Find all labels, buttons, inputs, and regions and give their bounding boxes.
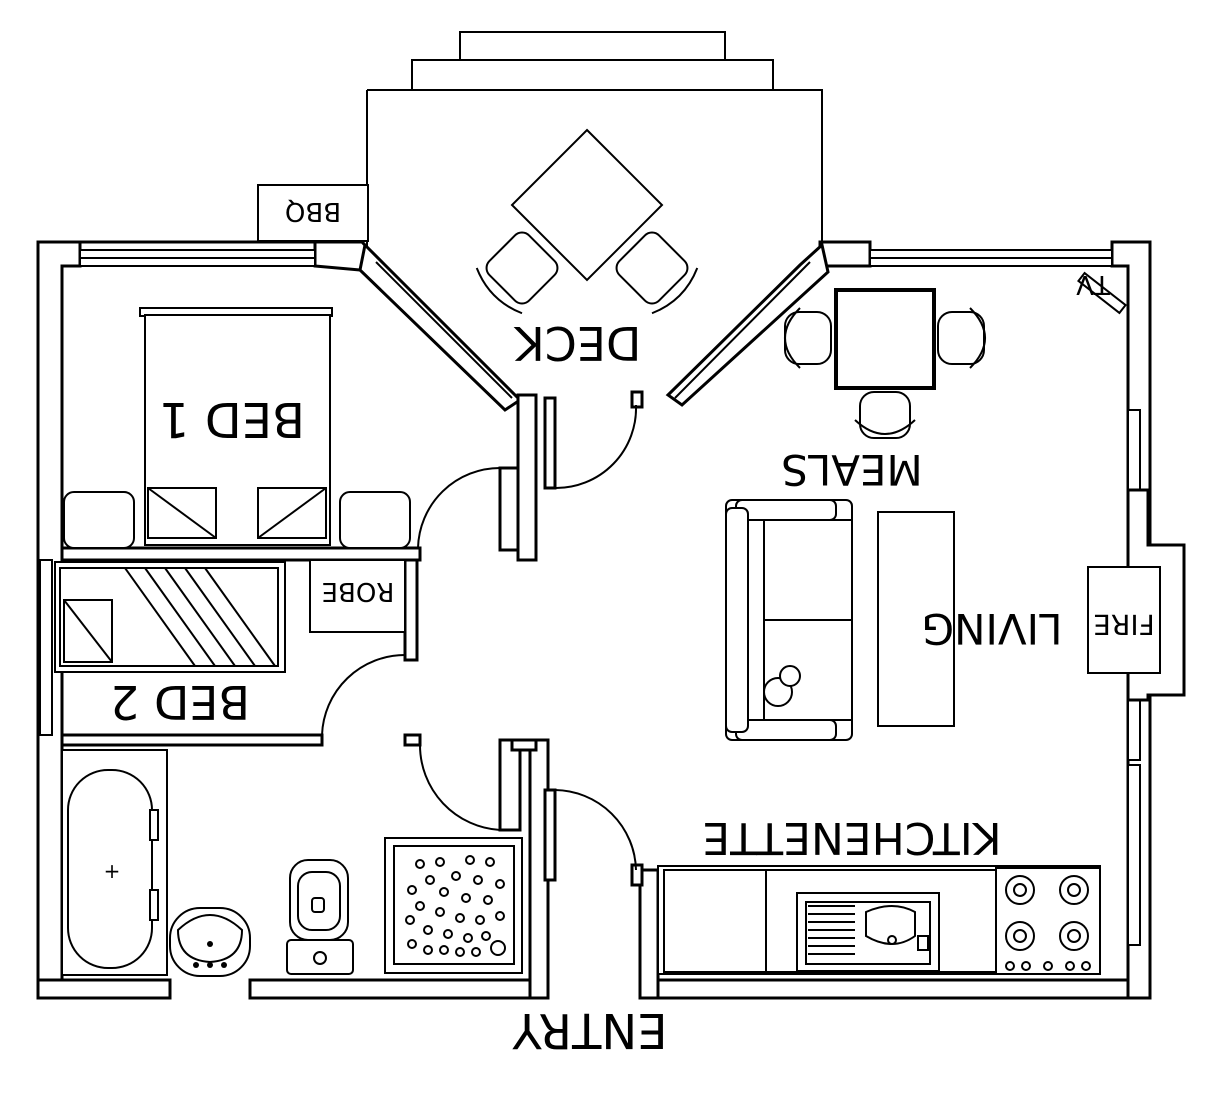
exterior-walls [36, 240, 1152, 1000]
fire-label: FIRE [1093, 608, 1155, 641]
deck-steps [411, 31, 774, 91]
room-labels: DECK BBQ BED 1 BED 2 ROBE MEALS LIVING F… [110, 196, 1155, 1058]
meals-label: MEALS [781, 445, 923, 494]
tv-label: TV [1076, 269, 1111, 299]
kitchenette-fixtures [657, 865, 1101, 975]
meals-furniture [784, 288, 986, 439]
bed2-furniture [54, 559, 406, 673]
living-label: LIVING [922, 604, 1063, 653]
bbq-box [257, 184, 369, 242]
bed1-furniture [63, 307, 411, 549]
bathroom-fixtures: + [61, 749, 523, 977]
bbq-label: BBQ [285, 196, 341, 226]
bed1-label: BED 1 [159, 391, 305, 447]
fireplace [1087, 566, 1161, 674]
interior-walls [60, 390, 644, 887]
top-windows [79, 249, 1113, 267]
living-furniture [725, 271, 1127, 741]
deck-table-set [475, 128, 699, 315]
deck-diagonal-walls [358, 241, 830, 412]
entry-label: ENTRY [512, 1002, 668, 1058]
bed2-label: BED 2 [110, 675, 250, 729]
doors [321, 404, 638, 871]
deck-label: DECK [513, 316, 642, 370]
svg-text:+: + [104, 859, 121, 883]
kitchenette-label: KITCHENETTE [702, 812, 1001, 863]
left-window [39, 559, 53, 736]
robe-label: ROBE [322, 576, 395, 606]
right-windows [1127, 409, 1141, 946]
